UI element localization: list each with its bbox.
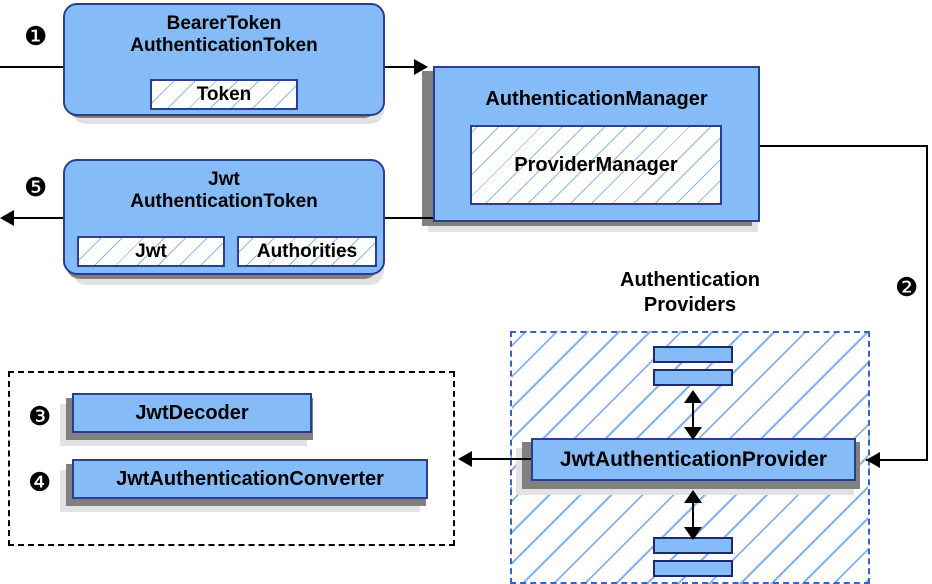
connector-manager-to-provider-top bbox=[760, 145, 928, 147]
jwt-decoder-label: JwtDecoder bbox=[135, 401, 249, 424]
provider-placeholder-bar-2 bbox=[653, 369, 733, 386]
node-jwt-authentication-provider[interactable]: JwtAuthenticationProvider bbox=[531, 438, 856, 481]
provider-placeholder-bar-1 bbox=[653, 346, 733, 363]
node-jwt-decoder[interactable]: JwtDecoder bbox=[72, 393, 312, 433]
connector-manager-to-provider-bottom bbox=[866, 459, 928, 461]
step-badge-3: ❸ bbox=[28, 402, 52, 432]
arrowhead-provider-down-bottom bbox=[684, 527, 702, 540]
connector-provider-up bbox=[692, 395, 694, 438]
inner-box-provider-manager-label: ProviderManager bbox=[514, 153, 678, 176]
jwt-token-title: Jwt AuthenticationToken bbox=[130, 169, 318, 212]
connector-provider-down bbox=[692, 495, 694, 538]
connector-outgoing-authentication bbox=[14, 217, 66, 219]
step-badge-1: ❶ bbox=[24, 22, 48, 52]
region-support-components bbox=[8, 371, 455, 546]
provider-placeholder-bar-4 bbox=[653, 560, 733, 577]
step-badge-2: ❷ bbox=[895, 273, 919, 303]
inner-box-provider-manager[interactable]: ProviderManager bbox=[470, 125, 722, 205]
connector-incoming-request bbox=[0, 66, 66, 68]
arrowhead-outgoing-authentication bbox=[0, 210, 14, 226]
step-badge-4: ❹ bbox=[28, 468, 52, 498]
jwt-authentication-provider-label: JwtAuthenticationProvider bbox=[559, 447, 828, 471]
node-jwt-authentication-converter[interactable]: JwtAuthenticationConverter bbox=[72, 459, 428, 499]
arrowhead-provider-down-top bbox=[684, 490, 702, 503]
inner-box-token-label: Token bbox=[196, 83, 252, 105]
connector-provider-to-support bbox=[470, 458, 532, 460]
step-badge-5: ❺ bbox=[24, 173, 48, 203]
connector-token-to-manager bbox=[385, 66, 420, 68]
bearer-token-title: BearerToken AuthenticationToken bbox=[130, 13, 318, 56]
arrowhead-provider-up-top bbox=[684, 390, 702, 403]
authentication-manager-title: AuthenticationManager bbox=[485, 88, 708, 110]
jwt-authentication-converter-label: JwtAuthenticationConverter bbox=[116, 467, 384, 490]
arrowhead-into-provider bbox=[866, 452, 880, 468]
inner-box-jwt-label: Jwt bbox=[135, 240, 167, 262]
connector-manager-to-jwt-token bbox=[385, 217, 433, 219]
connector-manager-to-provider-vertical bbox=[926, 145, 928, 460]
authentication-providers-label: Authentication Providers bbox=[620, 269, 760, 316]
inner-box-jwt[interactable]: Jwt bbox=[77, 236, 225, 267]
inner-box-authorities[interactable]: Authorities bbox=[237, 236, 377, 267]
arrowhead-provider-to-support bbox=[458, 451, 472, 467]
inner-box-authorities-label: Authorities bbox=[256, 240, 358, 262]
inner-box-token[interactable]: Token bbox=[150, 79, 298, 110]
arrowhead-provider-up-bottom bbox=[684, 427, 702, 440]
arrowhead-token-to-manager bbox=[414, 59, 428, 75]
